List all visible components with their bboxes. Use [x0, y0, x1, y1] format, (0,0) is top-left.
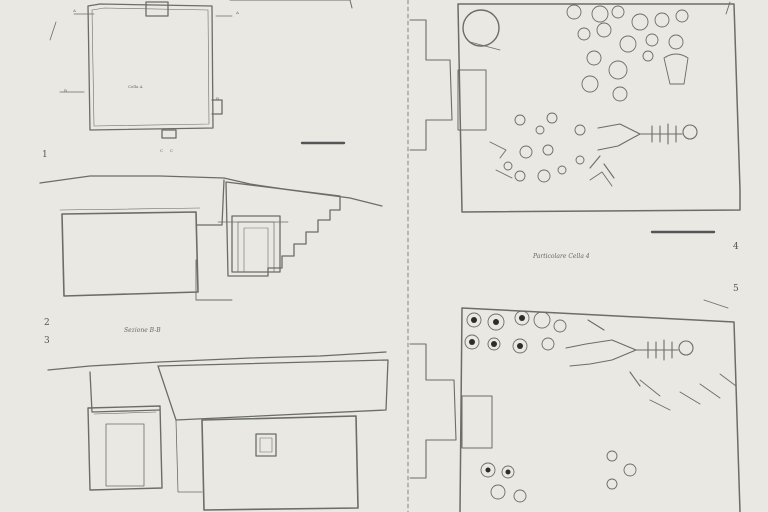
caption-detail-cell: Particolare Cella 4 — [533, 253, 590, 260]
fig5-cell-plan — [409, 307, 741, 512]
caption-section-bb: Sezione B-B — [124, 327, 161, 334]
marker-b-1: B — [64, 88, 67, 93]
fig2-section — [39, 175, 383, 301]
marker-c-1: C — [160, 148, 164, 153]
figure-number-5: 5 — [733, 284, 739, 294]
figure-number-3: 3 — [44, 336, 50, 346]
marker-a-2: A — [236, 10, 239, 15]
skeleton-fig4 — [589, 123, 698, 179]
figure-number-1: 1 — [42, 150, 48, 160]
figure-number-2: 2 — [44, 318, 50, 328]
marker-a-1: A — [73, 8, 76, 13]
figure-number-4: 4 — [733, 242, 739, 252]
fig3-section — [47, 351, 389, 511]
skeleton-fig5 — [565, 319, 694, 387]
marker-b-2: B — [216, 96, 219, 101]
fig4-cell-plan — [409, 1, 741, 309]
fig1-room-plan — [49, 0, 353, 145]
room-label: Cella A — [128, 84, 143, 89]
marker-c-2: C — [170, 148, 174, 153]
